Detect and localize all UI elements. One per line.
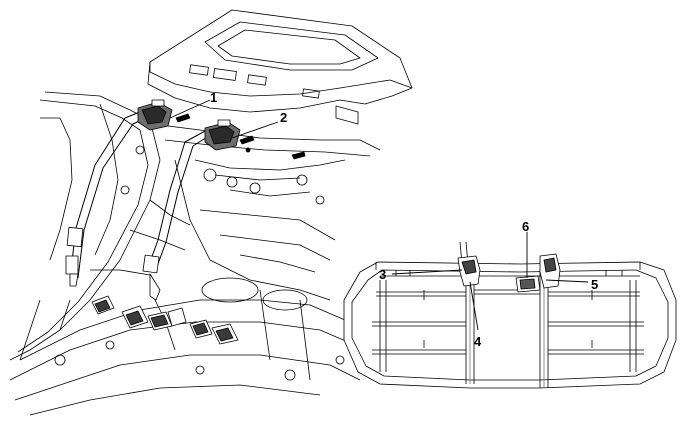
seat-belt-center xyxy=(142,129,216,301)
vehicle-interior-illustration xyxy=(9,9,413,416)
callout-6: 6 xyxy=(522,219,529,234)
callout-3: 3 xyxy=(379,267,386,282)
leader-lines-left xyxy=(169,99,279,139)
belt-anchor-left xyxy=(457,241,481,287)
belt-anchor-right xyxy=(539,253,561,289)
retractor-left xyxy=(137,99,173,131)
seat-frame-illustration xyxy=(343,232,677,389)
body-structure xyxy=(9,91,381,361)
callout-2: 2 xyxy=(280,110,287,125)
seat-belt-left xyxy=(65,111,151,287)
seat-frame-outline xyxy=(343,261,677,389)
retractor-center xyxy=(204,119,241,151)
callout-5: 5 xyxy=(591,277,598,292)
mounting-bolts xyxy=(175,113,306,160)
floor-buckles xyxy=(91,295,239,345)
callout-4: 4 xyxy=(474,334,482,349)
floor-structure xyxy=(9,277,361,416)
callout-1: 1 xyxy=(210,90,217,105)
roof-panel xyxy=(147,9,413,125)
leader-lines-right xyxy=(391,232,589,331)
buckle-center xyxy=(515,275,541,293)
